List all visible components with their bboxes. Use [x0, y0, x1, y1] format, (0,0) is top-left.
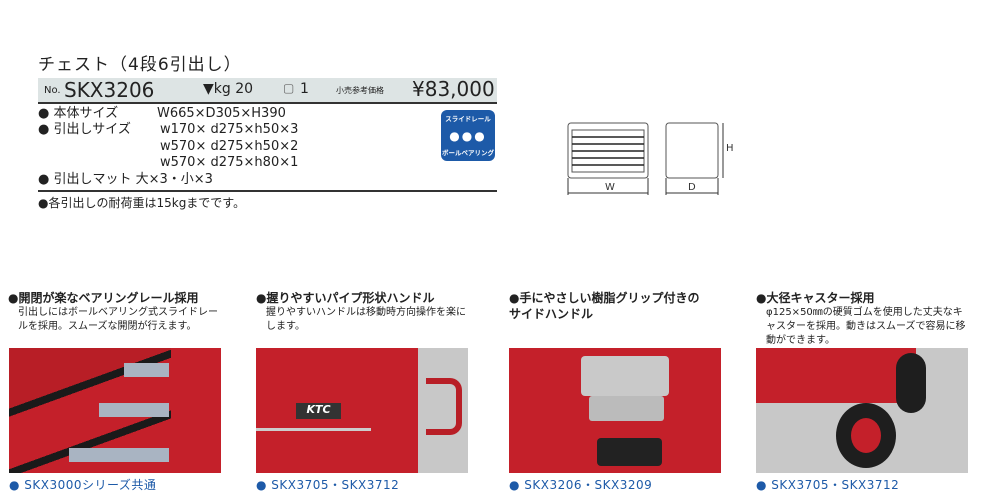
- model-number: SKX3206: [64, 78, 155, 102]
- height-label: H: [726, 143, 734, 154]
- ball-bearing-slide-rail-badge: スライドレール ●●● ボールベアリング: [441, 110, 495, 161]
- model-caption: ● SKX3000シリーズ共通: [9, 478, 157, 492]
- product-bar: No. SKX3206 ▼kg 20 ▢ 1 小売参考価格 ¥83,000: [38, 77, 497, 104]
- feature-heading: ●握りやすいパイプ形状ハンドル: [256, 291, 435, 305]
- load-note: ●各引出しの耐荷重は15kgまでです。: [38, 196, 246, 210]
- price: ¥83,000: [412, 77, 495, 101]
- feature-bearing-rail: ●開閉が楽なベアリングレール採用 引出しにはボールベアリング式スライドレールを採…: [8, 290, 220, 334]
- badge-bottom-text: ボールベアリング: [442, 149, 494, 157]
- price-label: 小売参考価格: [336, 86, 384, 95]
- weight: ▼kg 20: [203, 81, 254, 97]
- drawer-mat: ● 引出しマット 大×3・小×3: [38, 172, 213, 187]
- feature-pipe-handle: ●握りやすいパイプ形状ハンドル 握りやすいハンドルは移動時方向操作を楽にします。: [256, 290, 468, 334]
- feature-side-handle: ●手にやさしい樹脂グリップ付きのサイドハンドル: [509, 290, 709, 322]
- feature-casters: ●大径キャスター採用 φ125×50㎜の硬質ゴムを使用した丈夫なキャスターを採用…: [756, 290, 971, 348]
- dimension-diagram: W D H: [567, 122, 734, 195]
- model-caption: ● SKX3705・SKX3712: [756, 478, 900, 492]
- box-icon: ▢: [283, 81, 295, 95]
- depth-label: D: [688, 182, 696, 193]
- bearing-rail-photo: [9, 348, 221, 473]
- feature-description: 握りやすいハンドルは移動時方向操作を楽にします。: [266, 307, 466, 332]
- side-handle-photo: [509, 348, 721, 473]
- drawer-size-3: w570× d275×h80×1: [160, 155, 299, 170]
- body-size-value: W665×D305×H390: [157, 106, 286, 121]
- feature-description: 引出しにはボールベアリング式スライドレールを採用。スムーズな開閉が行えます。: [18, 307, 218, 332]
- quantity: 1: [300, 81, 309, 97]
- feature-heading: ●開閉が楽なベアリングレール採用: [8, 291, 199, 305]
- pipe-handle-photo: KTC: [256, 348, 468, 473]
- width-label: W: [605, 182, 615, 193]
- model-caption: ● SKX3206・SKX3209: [509, 478, 653, 492]
- badge-top-text: スライドレール: [445, 115, 491, 123]
- feature-heading: ●手にやさしい樹脂グリップ付きのサイドハンドル: [509, 291, 700, 321]
- body-size-label: ● 本体サイズ: [38, 106, 119, 121]
- bearing-balls-icon: ●●●: [449, 129, 487, 143]
- no-label: No.: [44, 85, 61, 96]
- divider: [38, 190, 497, 192]
- feature-description: φ125×50㎜の硬質ゴムを使用した丈夫なキャスターを採用。動きはスムーズで容易…: [766, 307, 966, 346]
- feature-heading: ●大径キャスター採用: [756, 291, 875, 305]
- page-title: チェスト（4段6引出し）: [38, 55, 242, 75]
- drawer-size-1: w170× d275×h50×3: [160, 122, 299, 137]
- drawer-size-2: w570× d275×h50×2: [160, 139, 299, 154]
- model-caption: ● SKX3705・SKX3712: [256, 478, 400, 492]
- caster-photo: [756, 348, 968, 473]
- drawer-size-label: ● 引出しサイズ: [38, 122, 131, 137]
